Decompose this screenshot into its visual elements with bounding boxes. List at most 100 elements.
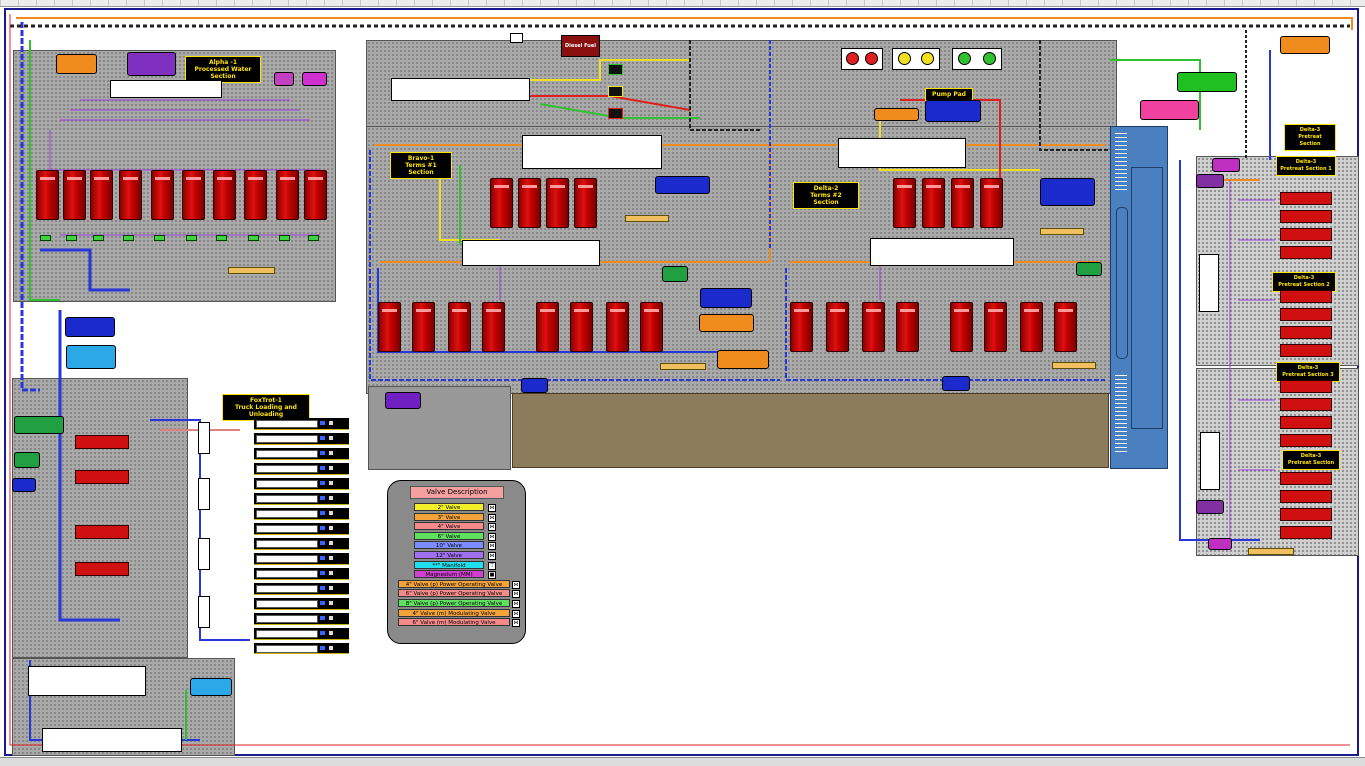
delta2-tank[interactable] [826, 302, 849, 352]
truck-station[interactable] [254, 478, 349, 490]
pretreat-tank[interactable] [1280, 210, 1332, 223]
pump-icon[interactable] [198, 478, 210, 510]
foxtrot-tank[interactable] [75, 435, 129, 449]
valve-tag[interactable] [40, 235, 51, 241]
delta3-title-2: Delta-3 Pretreat Section 2 [1272, 272, 1336, 292]
pretreat-tank[interactable] [1280, 416, 1332, 429]
truck-station[interactable] [254, 493, 349, 505]
bravo-tank[interactable] [518, 178, 541, 228]
truck-station[interactable] [254, 613, 349, 625]
pump-control-box[interactable] [391, 78, 530, 101]
alpha-tank[interactable] [213, 170, 236, 220]
pretreat-tank[interactable] [1280, 490, 1332, 503]
truck-station[interactable] [254, 583, 349, 595]
delta2-tank[interactable] [922, 178, 945, 228]
truck-station[interactable] [254, 568, 349, 580]
bravo-tank[interactable] [574, 178, 597, 228]
alpha-tank[interactable] [90, 170, 113, 220]
delta2-tank[interactable] [950, 302, 973, 352]
truck-station[interactable] [254, 643, 349, 654]
delta2-tank[interactable] [980, 178, 1003, 228]
delta2-manifold[interactable] [870, 238, 1014, 266]
pretreat-tank[interactable] [1280, 192, 1332, 205]
delta3-control-box-1[interactable] [1199, 254, 1219, 312]
truck-station[interactable] [254, 628, 349, 640]
valve-tag[interactable] [123, 235, 134, 241]
alpha-tank[interactable] [63, 170, 86, 220]
truck-station[interactable] [254, 448, 349, 460]
alpha-tank[interactable] [182, 170, 205, 220]
bravo-control-box[interactable] [522, 135, 662, 169]
bravo-tank[interactable] [546, 178, 569, 228]
delta2-tank[interactable] [984, 302, 1007, 352]
truck-station[interactable] [254, 418, 349, 430]
valve-tag[interactable] [308, 235, 319, 241]
foxtrot-manifold-box[interactable] [28, 666, 146, 696]
alpha-tank[interactable] [36, 170, 59, 220]
truck-station[interactable] [254, 553, 349, 565]
valve-tag[interactable] [154, 235, 165, 241]
foxtrot-bottom-box[interactable] [42, 728, 182, 752]
truck-station[interactable] [254, 538, 349, 550]
pretreat-tank[interactable] [1280, 308, 1332, 321]
bravo-manifold[interactable] [462, 240, 600, 266]
bravo-tank[interactable] [412, 302, 435, 352]
truck-station[interactable] [254, 523, 349, 535]
alpha-tank[interactable] [151, 170, 174, 220]
switch-icon[interactable] [608, 108, 623, 119]
alpha-tank[interactable] [276, 170, 299, 220]
foxtrot-tank[interactable] [75, 562, 129, 576]
delta2-tank[interactable] [862, 302, 885, 352]
pretreat-tank[interactable] [1280, 246, 1332, 259]
valve-tag[interactable] [93, 235, 104, 241]
delta2-tank[interactable] [951, 178, 974, 228]
pretreat-tank[interactable] [1280, 290, 1332, 303]
pretreat-tank[interactable] [1280, 434, 1332, 447]
pretreat-tank[interactable] [1280, 380, 1332, 393]
bravo-tank[interactable] [570, 302, 593, 352]
alpha-tank[interactable] [304, 170, 327, 220]
truck-station[interactable] [254, 463, 349, 475]
lower-note-purple [385, 392, 421, 409]
pretreat-tank[interactable] [1280, 326, 1332, 339]
delta2-tank[interactable] [1020, 302, 1043, 352]
delta3-control-box-2[interactable] [1200, 432, 1220, 490]
pretreat-tank[interactable] [1280, 526, 1332, 539]
pump-icon[interactable] [198, 596, 210, 628]
truck-station[interactable] [254, 508, 349, 520]
top-ruler[interactable] [0, 0, 1365, 7]
alpha-tank[interactable] [119, 170, 142, 220]
truck-station[interactable] [254, 433, 349, 445]
pretreat-tank[interactable] [1280, 472, 1332, 485]
delta2-control-box[interactable] [838, 138, 966, 168]
valve-tag[interactable] [66, 235, 77, 241]
alpha-manifold-box[interactable] [110, 80, 222, 98]
alpha-tank[interactable] [244, 170, 267, 220]
foxtrot-tank[interactable] [75, 525, 129, 539]
pump-icon[interactable] [198, 538, 210, 570]
delta2-tank[interactable] [1054, 302, 1077, 352]
pretreat-tank[interactable] [1280, 228, 1332, 241]
delta2-tank[interactable] [790, 302, 813, 352]
valve-tag[interactable] [186, 235, 197, 241]
bravo-tank[interactable] [536, 302, 559, 352]
bravo-tank[interactable] [482, 302, 505, 352]
bravo-tank[interactable] [490, 178, 513, 228]
valve-tag[interactable] [279, 235, 290, 241]
valve-tag[interactable] [216, 235, 227, 241]
pretreat-tank[interactable] [1280, 508, 1332, 521]
switch-icon[interactable] [608, 86, 623, 97]
bravo-tank[interactable] [606, 302, 629, 352]
pretreat-tank[interactable] [1280, 398, 1332, 411]
bravo-tank[interactable] [640, 302, 663, 352]
valve-tag[interactable] [248, 235, 259, 241]
delta2-tank[interactable] [893, 178, 916, 228]
pump-icon[interactable] [198, 422, 210, 454]
pretreat-tank[interactable] [1280, 344, 1332, 357]
truck-station[interactable] [254, 598, 349, 610]
delta2-tank[interactable] [896, 302, 919, 352]
switch-icon[interactable] [608, 64, 623, 75]
bravo-tank[interactable] [448, 302, 471, 352]
foxtrot-tank[interactable] [75, 470, 129, 484]
bravo-tank[interactable] [378, 302, 401, 352]
